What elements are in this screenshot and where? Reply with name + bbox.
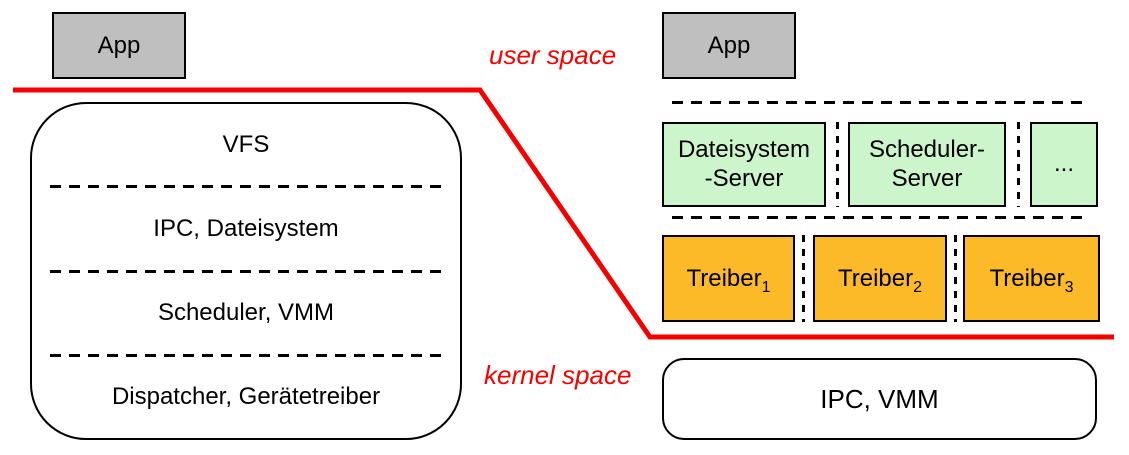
layer-divider <box>50 353 448 357</box>
driver-divider <box>802 235 805 322</box>
driver-box-1: Treiber1 <box>662 235 795 322</box>
layer-divider <box>50 185 448 189</box>
server-divider <box>1017 122 1020 207</box>
server-divider <box>836 122 839 207</box>
kernel-space-label: kernel space <box>484 360 632 390</box>
kernel-layer-vfs: VFS <box>222 130 270 158</box>
layer-divider <box>50 269 448 273</box>
user-space-label: user space <box>489 40 617 70</box>
microkernel-label: IPC, VMM <box>820 383 939 414</box>
server-driver-divider <box>672 216 1088 219</box>
driver-box-3: Treiber3 <box>963 235 1100 322</box>
monolithic-kernel-box: VFS IPC, Dateisystem Scheduler, VMM Disp… <box>30 102 462 440</box>
app-label: App <box>707 31 751 59</box>
app-label: App <box>97 31 141 59</box>
app-server-divider <box>672 101 1088 104</box>
driver-label: Treiber3 <box>989 264 1074 296</box>
app-box-monolithic: App <box>52 12 186 79</box>
server-label: Scheduler- Server <box>868 135 986 192</box>
driver-label: Treiber2 <box>837 264 923 296</box>
server-label: Dateisystem -Server <box>677 135 811 192</box>
server-box-ellipsis: ... <box>1030 122 1098 207</box>
microkernel-box: IPC, VMM <box>662 358 1097 440</box>
kernel-layer-dispatcher-geraetetreiber: Dispatcher, Gerätetreiber <box>111 383 381 411</box>
driver-box-2: Treiber2 <box>813 235 947 322</box>
server-label: ... <box>1053 150 1074 178</box>
driver-label: Treiber1 <box>686 264 771 296</box>
driver-divider <box>954 235 957 322</box>
server-box-dateisystem: Dateisystem -Server <box>662 122 826 207</box>
server-box-scheduler: Scheduler- Server <box>848 122 1006 207</box>
kernel-layer-ipc-dateisystem: IPC, Dateisystem <box>153 214 339 242</box>
app-box-microkernel: App <box>662 12 796 79</box>
kernel-layer-scheduler-vmm: Scheduler, VMM <box>157 299 335 327</box>
